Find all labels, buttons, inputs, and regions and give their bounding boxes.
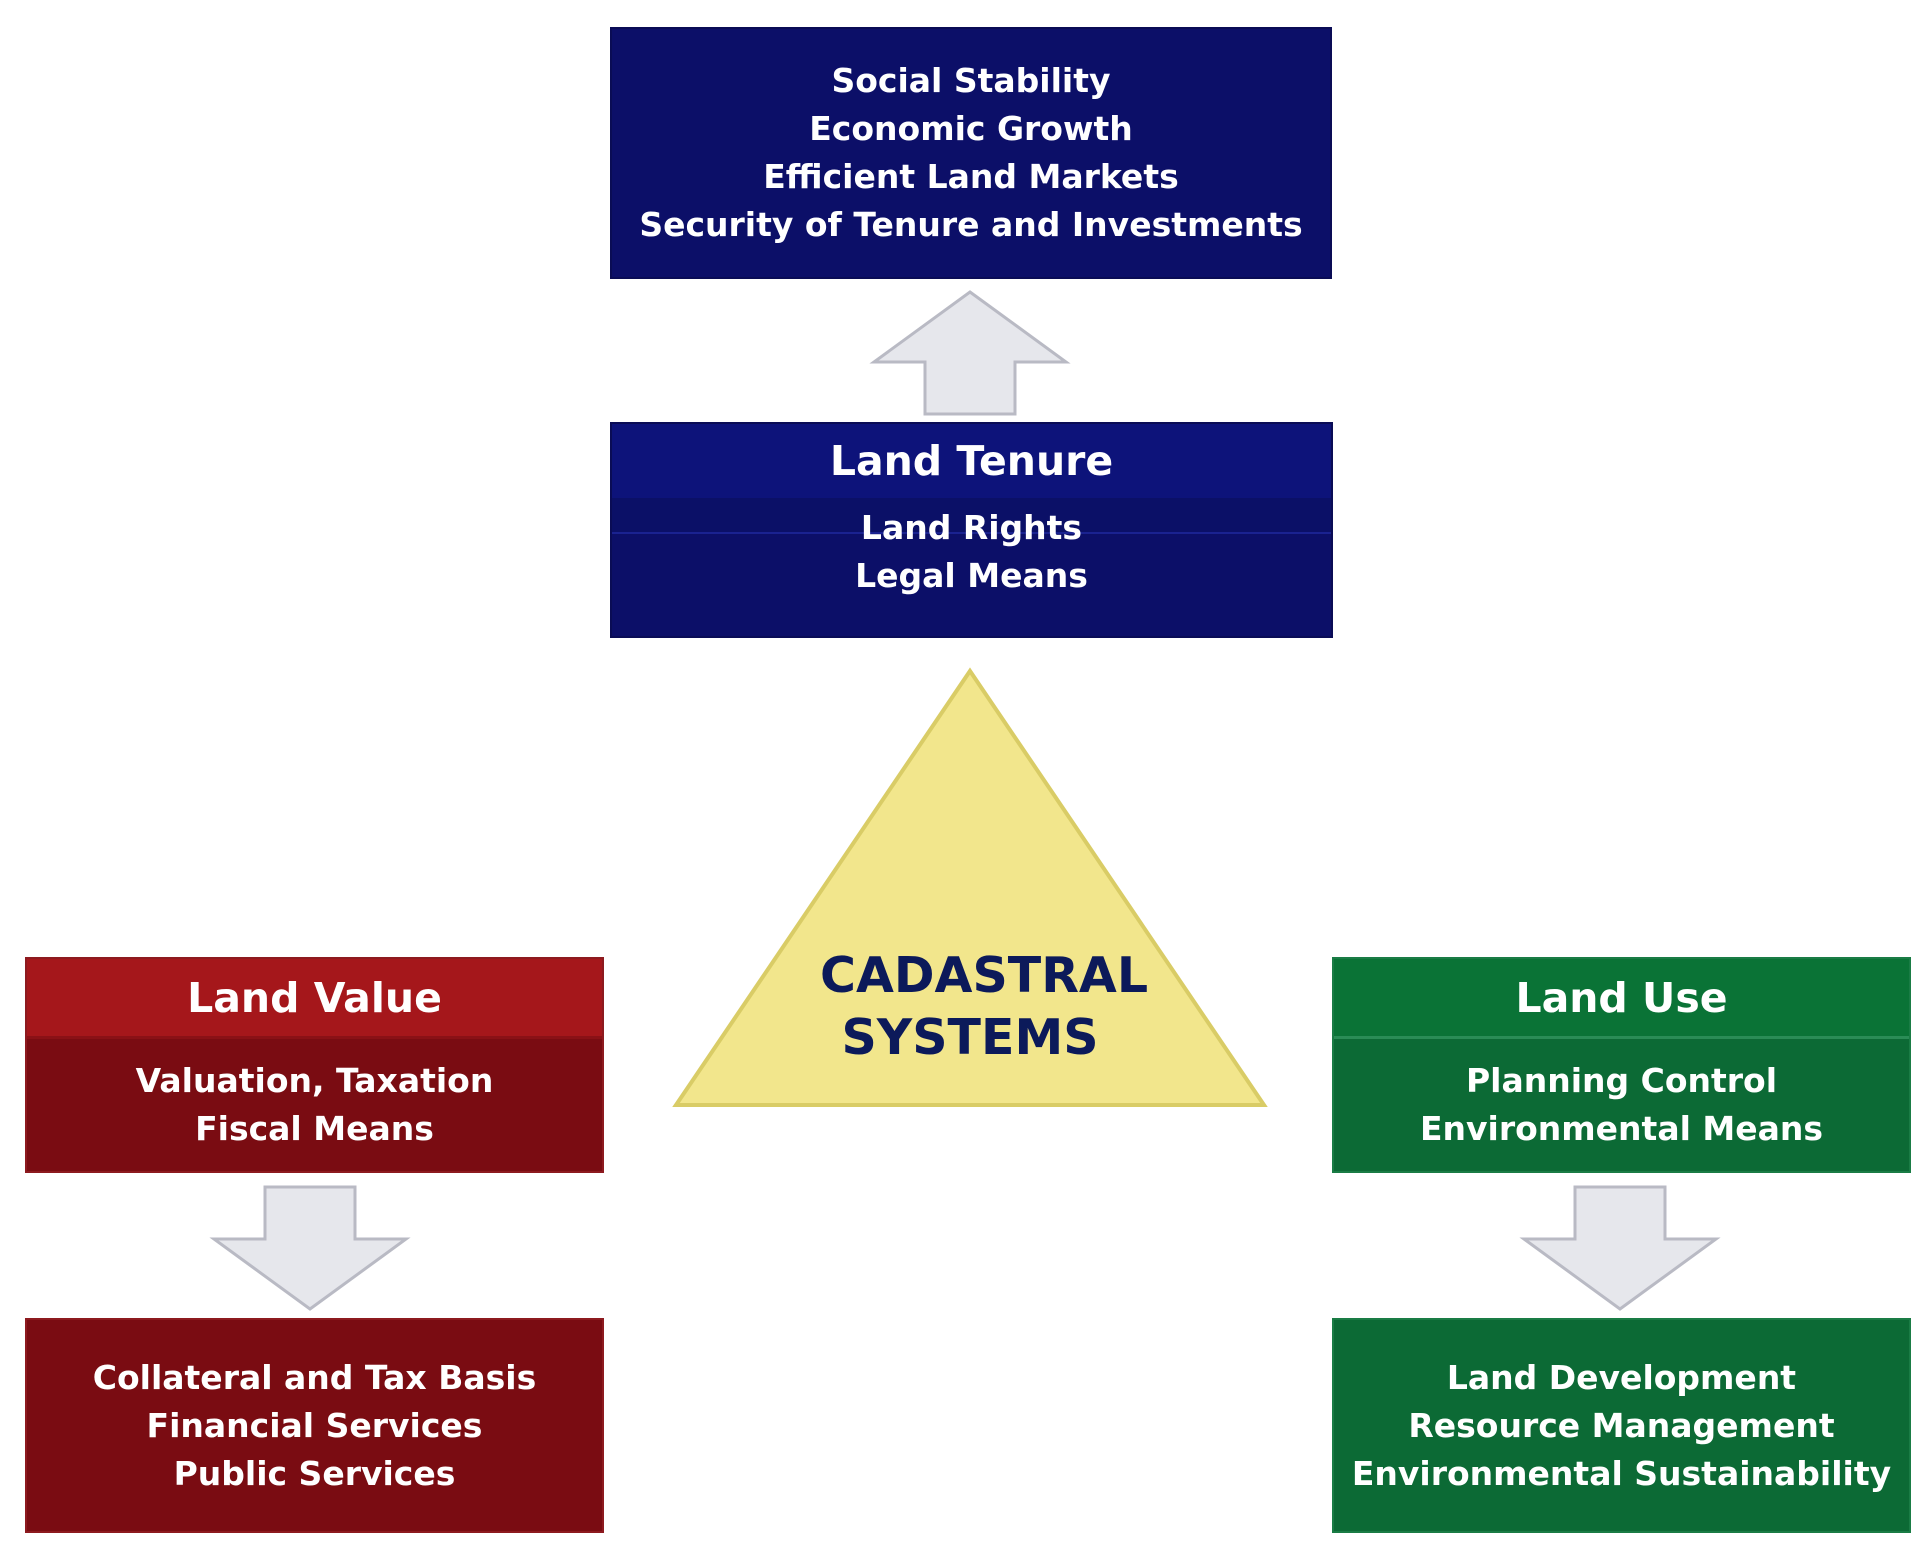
outcomes-box: Social Stability Economic Growth Efficie… [610, 27, 1332, 279]
center-line: CADASTRAL [820, 947, 1149, 1004]
land-value-outcome-line: Financial Services [146, 1405, 483, 1445]
land-value-outcome-line: Public Services [173, 1453, 456, 1493]
land-value-title: Land Value [27, 959, 602, 1039]
outcome-line: Social Stability [831, 61, 1111, 100]
up-arrow-icon [869, 290, 1071, 416]
outcomes-list: Social Stability Economic Growth Efficie… [639, 57, 1302, 249]
center-line: SYSTEMS [841, 1009, 1099, 1066]
cadastral-triangle [672, 667, 1268, 1107]
cadastral-systems-label: CADASTRAL SYSTEMS [820, 945, 1149, 1069]
land-value-line: Fiscal Means [195, 1109, 434, 1148]
land-tenure-line: Legal Means [855, 556, 1088, 595]
land-use-outcome-line: Environmental Sustainability [1351, 1453, 1892, 1493]
outcome-line: Economic Growth [809, 109, 1133, 148]
land-tenure-box: Land Tenure Land Rights Legal Means [610, 422, 1333, 638]
land-use-line: Environmental Means [1419, 1109, 1824, 1148]
land-tenure-divider [612, 498, 1331, 534]
land-use-outcome-line: Resource Management [1408, 1405, 1835, 1445]
land-value-box: Land Value Valuation, Taxation Fiscal Me… [25, 957, 604, 1173]
land-use-title: Land Use [1334, 959, 1909, 1039]
land-use-outcome-line: Land Development [1446, 1357, 1797, 1397]
down-arrow-icon [209, 1185, 411, 1311]
land-value-outcome-line: Collateral and Tax Basis [92, 1357, 537, 1397]
land-tenure-title: Land Tenure [612, 424, 1331, 498]
land-tenure-body: Land Rights Legal Means [612, 500, 1331, 604]
outcome-line: Security of Tenure and Investments [639, 205, 1303, 244]
land-use-outcomes: Land Development Resource Management Env… [1352, 1354, 1891, 1498]
land-value-outcomes-box: Collateral and Tax Basis Financial Servi… [25, 1318, 604, 1533]
land-tenure-line: Land Rights [860, 508, 1083, 547]
land-use-line: Planning Control [1465, 1061, 1778, 1100]
land-value-outcomes: Collateral and Tax Basis Financial Servi… [93, 1354, 536, 1498]
land-use-body: Planning Control Environmental Means [1334, 1039, 1909, 1171]
land-value-body: Valuation, Taxation Fiscal Means [27, 1039, 602, 1171]
land-use-outcomes-box: Land Development Resource Management Env… [1332, 1318, 1911, 1533]
land-use-box: Land Use Planning Control Environmental … [1332, 957, 1911, 1173]
outcome-line: Efficient Land Markets [763, 157, 1179, 196]
land-value-line: Valuation, Taxation [135, 1061, 494, 1100]
down-arrow-icon [1519, 1185, 1721, 1311]
